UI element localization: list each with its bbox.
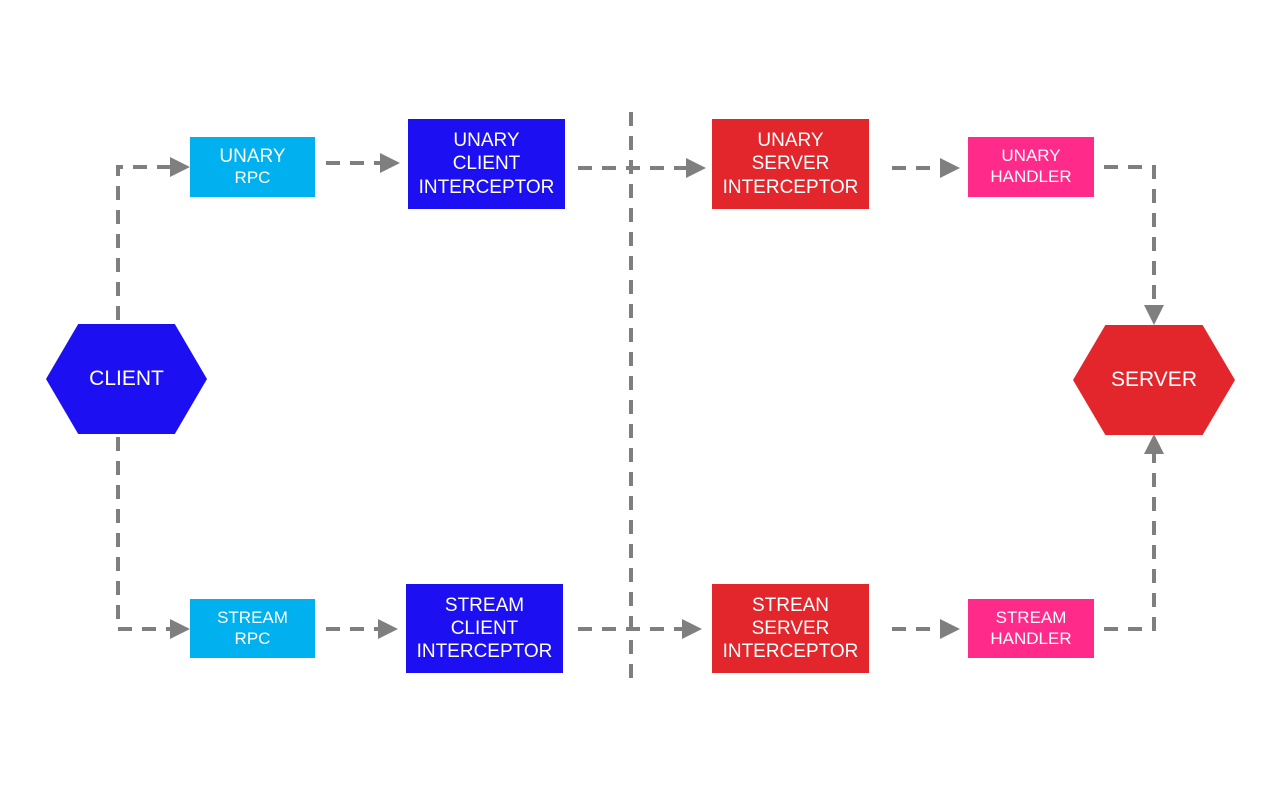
stream-server-interceptor-line1: STREAN — [751, 594, 830, 616]
server-node: SERVER — [1073, 325, 1235, 435]
unary-handler-node: UNARY HANDLER — [968, 137, 1094, 197]
edge-stream-handler-to-server — [1104, 434, 1164, 631]
unary-handler-line2: HANDLER — [990, 167, 1072, 186]
stream-handler-node: STREAM HANDLER — [968, 599, 1094, 658]
unary-rpc-line1: UNARY — [219, 146, 286, 168]
stream-server-interceptor-node: STREAN SERVER INTERCEPTOR — [712, 584, 869, 673]
stream-handler-line1: STREAM — [995, 607, 1067, 627]
edge-unary-handler-to-server — [1104, 165, 1164, 325]
stream-client-interceptor-line2: CLIENT — [450, 617, 519, 639]
stream-rpc-node: STREAM RPC — [190, 599, 315, 658]
edge-client-to-stream-rpc — [116, 437, 190, 639]
stream-handler-line2: HANDLER — [990, 628, 1072, 648]
unary-server-interceptor-line3: INTERCEPTOR — [722, 176, 859, 198]
client-label: CLIENT — [89, 367, 164, 390]
unary-rpc-line2: RPC — [234, 168, 271, 188]
unary-handler-line1: UNARY — [1001, 146, 1061, 166]
stream-client-interceptor-line1: STREAM — [444, 594, 525, 616]
stream-rpc-line2: RPC — [234, 628, 271, 648]
unary-client-interceptor-line1: UNARY — [453, 130, 520, 152]
client-node: CLIENT — [46, 324, 207, 434]
stream-rpc-line1: STREAM — [217, 607, 288, 627]
unary-server-interceptor-line1: UNARY — [757, 130, 824, 152]
unary-rpc-node: UNARY RPC — [190, 137, 315, 197]
stream-client-interceptor-node: STREAM CLIENT INTERCEPTOR — [406, 584, 563, 673]
unary-client-interceptor-node: UNARY CLIENT INTERCEPTOR — [408, 119, 565, 209]
stream-client-interceptor-line3: INTERCEPTOR — [416, 641, 553, 663]
server-label: SERVER — [1111, 368, 1197, 391]
unary-client-interceptor-line3: INTERCEPTOR — [418, 176, 555, 198]
unary-client-interceptor-line2: CLIENT — [452, 153, 521, 175]
stream-server-interceptor-line2: SERVER — [751, 617, 830, 639]
unary-server-interceptor-line2: SERVER — [751, 153, 830, 175]
edge-client-to-unary-rpc — [116, 157, 190, 320]
stream-server-interceptor-line3: INTERCEPTOR — [722, 641, 859, 663]
unary-server-interceptor-node: UNARY SERVER INTERCEPTOR — [712, 119, 869, 209]
